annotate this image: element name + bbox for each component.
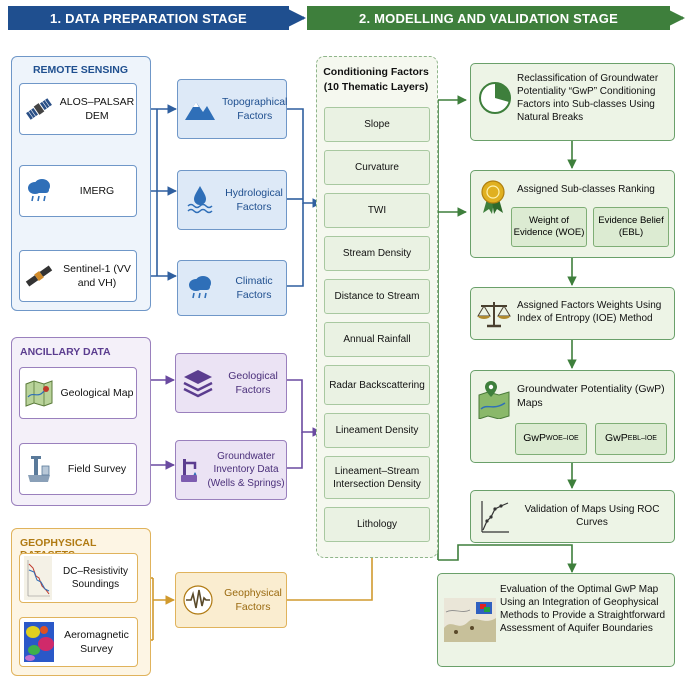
climatic-factors-card: Climatic Factors [177, 260, 287, 316]
weights-box: Assigned Factors Weights Using Index of … [470, 287, 675, 340]
aeromagnetic-card: Aeromagnetic Survey [19, 617, 138, 667]
alos-palsar-label: ALOS–PALSAR DEM [59, 95, 135, 122]
reclassification-text: Reclassification of Groundwater Potentia… [517, 73, 659, 123]
evaluation-box: Evaluation of the Optimal GwP Map Using … [437, 573, 675, 667]
gwp-woe-ioe-subscript: WOE–IOE [546, 435, 579, 443]
reclassification-box: Reclassification of Groundwater Potentia… [470, 63, 675, 141]
gwp-woe-ioe-main: GwP [523, 432, 547, 445]
hydrological-factors-label: Hydrological Factors [225, 186, 283, 213]
rain-cloud-icon [178, 274, 222, 302]
ranking-box: Assigned Sub-classes Ranking Weight of E… [470, 170, 675, 258]
field-survey-card: Field Survey [19, 443, 137, 495]
modelling-connectors [437, 95, 577, 573]
layer-lineament-stream-intersection: Lineament–Stream Intersection Density [324, 456, 430, 499]
dc-resistivity-label: DC–Resistivity Soundings [62, 565, 128, 591]
woe-method-box: Weight of Evidence (WOE) [511, 207, 587, 247]
tap-icon [176, 455, 206, 485]
layer-lithology: Lithology [324, 507, 430, 542]
waveform-icon [176, 584, 220, 616]
geological-factors-card: Geological Factors [175, 353, 287, 413]
satellite-icon [20, 261, 58, 291]
gwp-ebl-ioe-subscript: EBL–IOE [627, 435, 657, 443]
roc-curve-icon [479, 499, 511, 540]
aeromagnetic-label: Aeromagnetic Survey [64, 628, 129, 655]
layer-annual-rainfall: Annual Rainfall [324, 322, 430, 357]
map-icon [20, 379, 58, 407]
satellite-icon [20, 94, 58, 124]
evaluation-text: Evaluation of the Optimal GwP Map Using … [500, 584, 666, 634]
terrain-map-icon [444, 598, 496, 647]
map-pin-icon [477, 379, 511, 424]
gwp-maps-title: Groundwater Potentiality (GwP) Maps [517, 383, 665, 409]
sentinel-label: Sentinel-1 (VV and VH) [63, 262, 131, 289]
groundwater-inventory-card: Groundwater Inventory Data (Wells & Spri… [175, 440, 287, 500]
geological-factors-label: Geological Factors [228, 369, 278, 396]
conditioning-title: Conditioning Factors (10 Thematic Layers… [323, 66, 429, 93]
sounding-chart-icon [22, 554, 54, 602]
validation-text: Validation of Maps Using ROC Curves [524, 504, 660, 528]
hydrological-factors-card: Hydrological Factors [177, 170, 287, 230]
balance-scale-icon [477, 298, 511, 335]
stage2-header: 2. MODELLING AND VALIDATION STAGE [307, 6, 670, 30]
alos-palsar-card: ALOS–PALSAR DEM [19, 83, 137, 135]
remote-sensing-title: REMOTE SENSING [32, 64, 129, 76]
dc-resistivity-card: DC–Resistivity Soundings [19, 553, 138, 603]
climatic-factors-label: Climatic Factors [235, 274, 273, 301]
layer-slope: Slope [324, 107, 430, 142]
water-drop-icon [178, 184, 222, 216]
geophysical-factors-label: Geophysical Factors [224, 586, 282, 613]
stage2-title: 2. MODELLING AND VALIDATION STAGE [359, 10, 618, 26]
geological-map-label: Geological Map [60, 386, 134, 399]
well-icon [20, 454, 58, 484]
ancillary-title: ANCILLARY DATA [20, 346, 111, 358]
layer-twi: TWI [324, 193, 430, 228]
layer-stream-density: Stream Density [324, 236, 430, 271]
topographical-factors-card: Topographical Factors [177, 79, 287, 139]
layer-distance-to-stream: Distance to Stream [324, 279, 430, 314]
award-ribbon-icon [479, 179, 507, 220]
sentinel-card: Sentinel-1 (VV and VH) [19, 250, 137, 302]
layer-curvature: Curvature [324, 150, 430, 185]
ebl-method-box: Evidence Belief (EBL) [593, 207, 669, 247]
stage1-title: 1. DATA PREPARATION STAGE [50, 10, 247, 26]
validation-box: Validation of Maps Using ROC Curves [470, 490, 675, 543]
imerg-card: IMERG [19, 165, 137, 217]
layer-lineament-density: Lineament Density [324, 413, 430, 448]
imerg-label: IMERG [79, 184, 115, 197]
weights-text: Assigned Factors Weights Using Index of … [517, 300, 662, 324]
magnetic-map-icon [22, 620, 56, 664]
geological-map-card: Geological Map [19, 367, 137, 419]
gwp-ebl-ioe-main: GwP [605, 432, 628, 445]
pie-chart-icon [477, 80, 513, 121]
ranking-title: Assigned Sub-classes Ranking [517, 184, 655, 195]
groundwater-inventory-label: Groundwater Inventory Data (Wells & Spri… [207, 450, 285, 489]
geophysical-factors-card: Geophysical Factors [175, 572, 287, 628]
layers-icon [176, 368, 220, 398]
rain-cloud-icon [20, 177, 58, 205]
topographical-factors-label: Topographical Factors [222, 95, 288, 122]
stage1-header: 1. DATA PREPARATION STAGE [8, 6, 289, 30]
layer-radar-backscattering: Radar Backscattering [324, 365, 430, 405]
field-survey-label: Field Survey [67, 462, 127, 475]
mountain-icon [178, 96, 222, 122]
